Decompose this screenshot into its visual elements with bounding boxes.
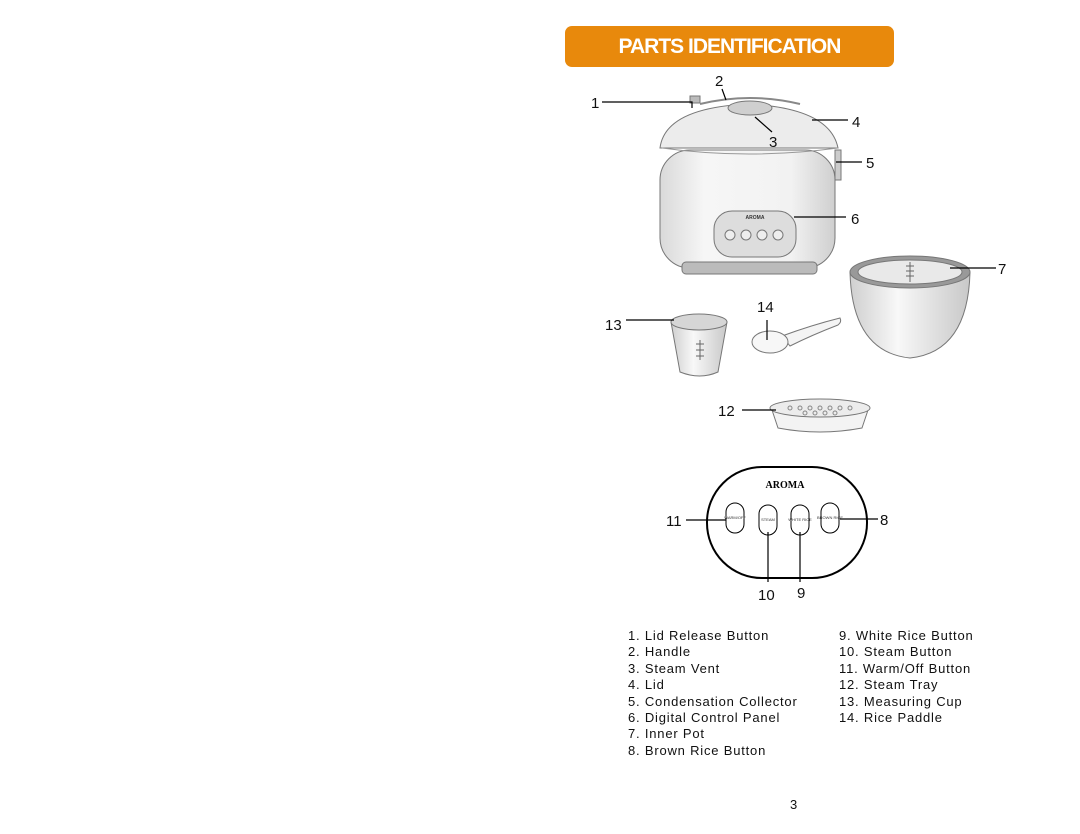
part-item: 8. Brown Rice Button [628, 742, 767, 758]
callout-1: 1 [591, 95, 599, 112]
part-item: 6. Digital Control Panel [628, 710, 781, 726]
part-item: 11. Warm/Off Button [839, 660, 972, 676]
panel-logo: AROMA [766, 480, 806, 491]
part-item: 9. White Rice Button [839, 628, 974, 643]
rice-cooker-illustration: AROMA [659, 95, 842, 275]
control-panel-closeup: AROMA WARM/OFF STEAM WHITE RICE BROWN RI… [706, 466, 868, 579]
parts-list-left-column: 1. Lid Release Button 2. Handle 3. Steam… [628, 628, 798, 759]
section-title: PARTS IDENTIFICATION [618, 34, 842, 58]
inner-pot-illustration [849, 255, 971, 359]
handle-shape [699, 97, 801, 105]
brown-rice-button-shape [820, 502, 840, 534]
part-item: 3. Steam Vent [628, 660, 721, 676]
callout-6: 6 [851, 211, 859, 228]
steam-button-label: STEAM [761, 517, 775, 522]
callout-2: 2 [715, 73, 723, 90]
parts-list-right-column: 9. White Rice Button 10. Steam Button 11… [839, 628, 974, 726]
warm-off-button-shape [725, 502, 745, 534]
callout-14: 14 [757, 299, 774, 316]
callout-3: 3 [769, 134, 777, 151]
callout-8: 8 [880, 512, 888, 529]
part-item: 2. Handle [628, 644, 691, 660]
callout-10: 10 [758, 587, 775, 604]
steam-tray-illustration [769, 398, 871, 433]
warm-off-button-label: WARM/OFF [724, 515, 746, 520]
condensation-collector-shape [834, 149, 842, 181]
cooker-control-panel [713, 210, 797, 258]
part-item: 14. Rice Paddle [839, 710, 943, 726]
callout-12: 12 [718, 403, 735, 420]
part-item: 1. Lid Release Button [628, 628, 770, 643]
callout-11: 11 [666, 513, 682, 530]
cooker-base [681, 261, 818, 275]
part-item: 12. Steam Tray [839, 677, 939, 693]
brown-rice-button-label: BROWN RICE [817, 515, 843, 520]
leader-lines [602, 88, 996, 582]
rice-paddle-illustration [751, 317, 842, 354]
part-item: 4. Lid [628, 677, 665, 693]
white-rice-button-label: WHITE RICE [788, 517, 812, 522]
measuring-cup-illustration [670, 313, 728, 377]
callout-4: 4 [852, 114, 860, 131]
callout-numbers: 1 2 3 4 5 6 7 8 9 10 11 12 13 14 [591, 73, 1006, 604]
part-item: 5. Condensation Collector [628, 693, 798, 709]
part-item: 13. Measuring Cup [839, 693, 963, 709]
steam-vent-shape [727, 100, 773, 116]
page-number: 3 [790, 797, 798, 812]
cooker-logo: AROMA [746, 215, 765, 221]
callout-5: 5 [866, 155, 874, 172]
callout-9: 9 [797, 585, 805, 602]
section-title-banner: PARTS IDENTIFICATION [565, 26, 894, 67]
lid-release-shape [689, 95, 701, 104]
callout-13: 13 [605, 317, 622, 334]
part-item: 10. Steam Button [839, 644, 953, 660]
callout-7: 7 [998, 261, 1006, 278]
part-item: 7. Inner Pot [628, 726, 705, 742]
